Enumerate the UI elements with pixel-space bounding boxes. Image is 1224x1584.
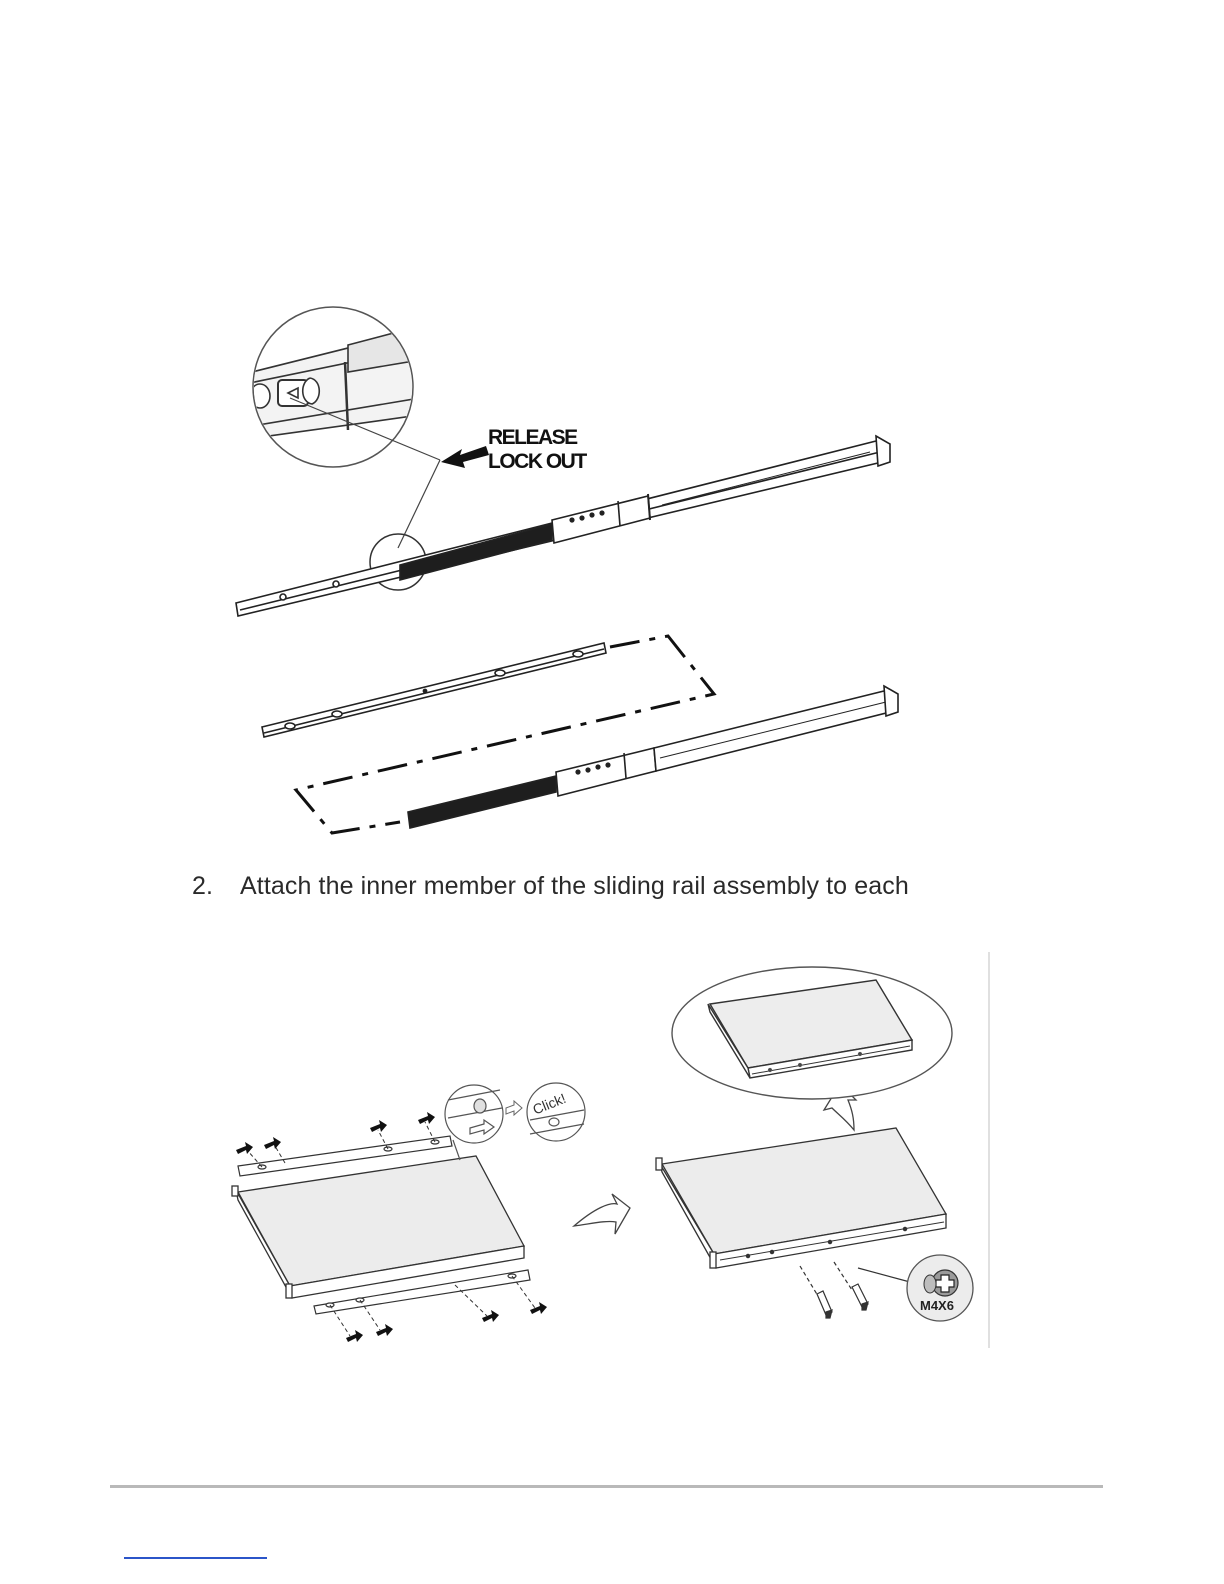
inner-member-rail: [262, 643, 606, 737]
click-arrow-icon: [506, 1101, 522, 1115]
click-detail: [527, 1083, 585, 1141]
release-lockout-arrow: [441, 446, 489, 468]
left-dashed-guides: [247, 1122, 535, 1336]
next-step-arrow-icon: [574, 1194, 630, 1234]
left-rail-top: [238, 1136, 452, 1176]
footer-link[interactable]: [124, 1557, 267, 1559]
click-label: Click!: [530, 1090, 568, 1118]
screw-label: M4X6: [920, 1298, 954, 1313]
screwdrivers: [800, 1262, 910, 1318]
left-chassis: [232, 1156, 524, 1298]
left-direction-arrows: [236, 1112, 547, 1342]
zoom-up-arrow-icon: [824, 1084, 856, 1130]
callout-lock-out: LOCK OUT: [488, 450, 587, 473]
rail-release-figure: RELEASE LOCK OUT: [0, 0, 1224, 870]
callout-release: RELEASE: [488, 426, 578, 449]
step-text: Attach the inner member of the sliding r…: [240, 872, 909, 900]
step-2-instruction: 2.Attach the inner member of the sliding…: [192, 872, 909, 901]
screw-m4x6-badge: [907, 1255, 973, 1321]
rail-hook-detail: [445, 1085, 503, 1160]
result-detail-ellipse: [672, 967, 952, 1099]
right-chassis: [656, 1128, 946, 1268]
footer-divider: [110, 1485, 1103, 1488]
left-rail-bottom: [314, 1270, 530, 1314]
step-number: 2.: [192, 872, 240, 901]
release-lock-detail-circle: [240, 307, 440, 590]
